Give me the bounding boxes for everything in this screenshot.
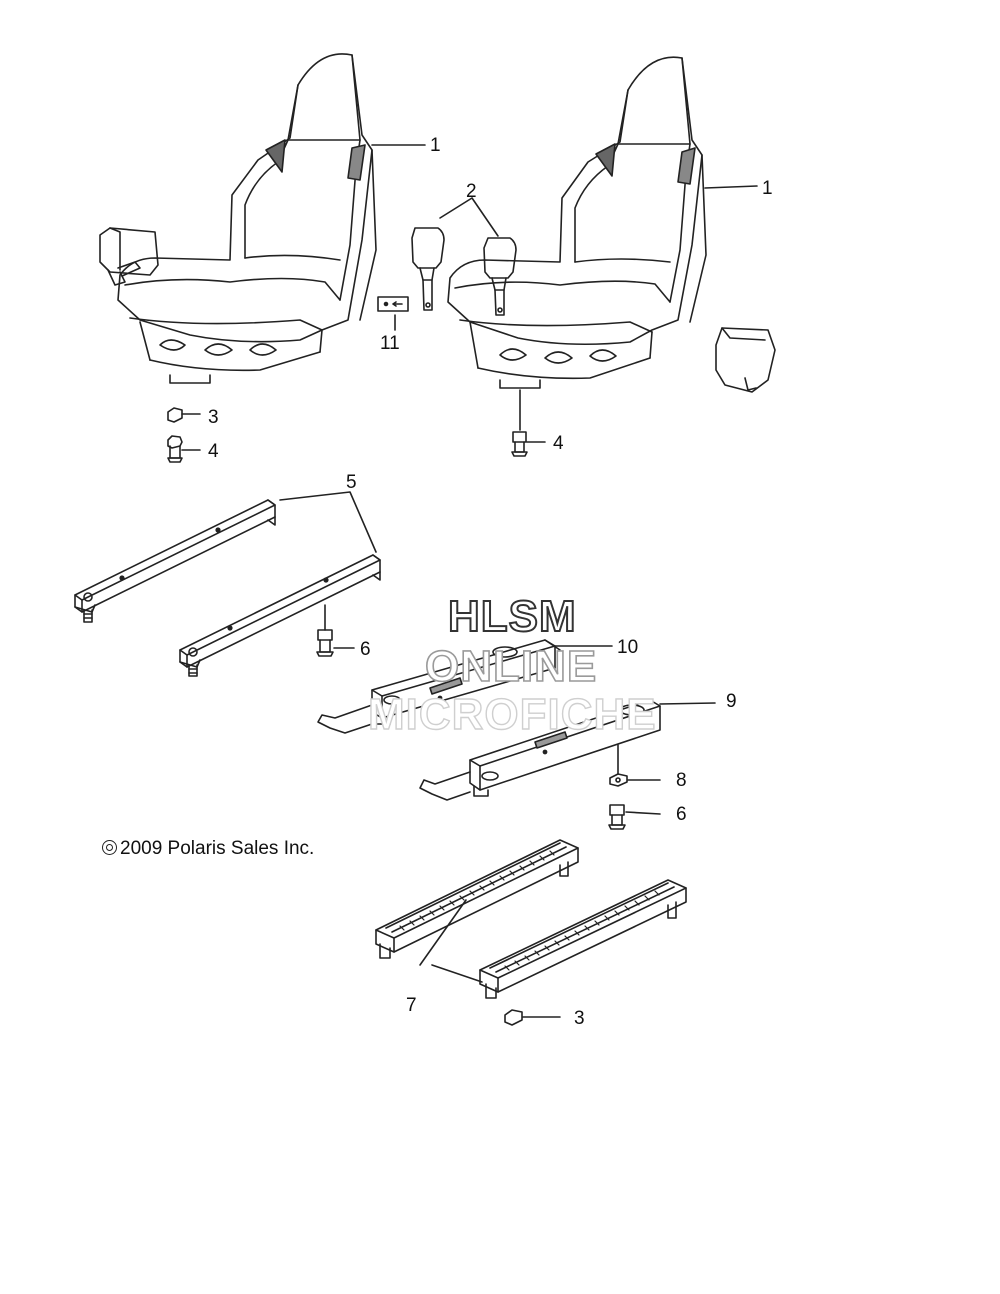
callout-screw-slider: 6: [676, 804, 687, 825]
copyright-notice: 2009 Polaris Sales Inc.: [102, 838, 314, 860]
callout-adjuster-rails: 7: [406, 995, 417, 1016]
label-decal: [377, 296, 409, 312]
callout-seat-belt-buckles: 2: [466, 181, 477, 202]
watermark-line-2: ONLINE: [424, 641, 598, 692]
slider-right: [419, 699, 716, 801]
screw-right: [511, 389, 546, 457]
callout-screw-rails: 6: [360, 639, 371, 660]
nut-upper: [167, 407, 201, 423]
seat-right: [447, 56, 776, 393]
callout-seat-rails: 5: [346, 472, 357, 493]
screw-slider: [608, 804, 661, 830]
seat-rails: [74, 491, 381, 677]
nut-lower: [504, 1009, 561, 1026]
adjuster-rails: [375, 839, 687, 999]
callout-washer: 8: [676, 770, 687, 791]
callout-nut-lower: 3: [574, 1008, 585, 1029]
copyright-icon: [102, 840, 117, 855]
callout-slider-left: 10: [617, 637, 639, 658]
callout-screw-right: 4: [553, 433, 564, 454]
watermark-line-3: MICROFICHE: [367, 689, 657, 739]
watermark-line-1: HLSM: [447, 591, 577, 642]
callout-seat-right: 1: [762, 178, 773, 199]
washer: [609, 744, 661, 787]
screw-left: [167, 435, 201, 463]
seat-left: [99, 53, 377, 384]
callout-label-decal: 11: [380, 333, 400, 354]
seat-belt-buckles: [411, 197, 517, 316]
copyright-text: 2009 Polaris Sales Inc.: [120, 838, 315, 859]
callout-screw-left: 4: [208, 441, 219, 462]
callout-slider-right: 9: [726, 691, 737, 712]
screw-rails: [316, 604, 355, 657]
callout-seat-left: 1: [430, 135, 441, 156]
callout-nut-upper: 3: [208, 407, 219, 428]
